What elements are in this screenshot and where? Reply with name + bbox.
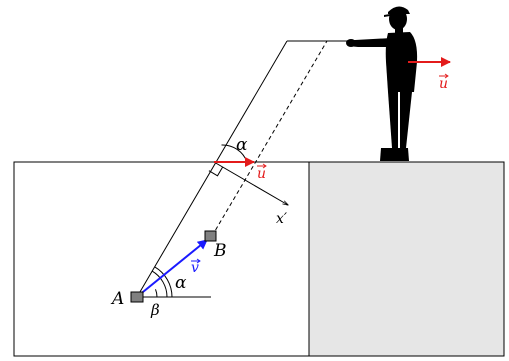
label-u-rod-arrow-accent bbox=[257, 163, 267, 169]
label-v: v bbox=[191, 258, 201, 276]
angle-alpha-arc-a bbox=[154, 266, 173, 298]
label-alpha-top: α bbox=[236, 135, 248, 155]
ground-box bbox=[13, 161, 310, 357]
label-beta: β bbox=[150, 301, 160, 319]
label-v-arrow-accent bbox=[191, 258, 201, 264]
angle-alpha-arc-a-inner bbox=[151, 270, 168, 298]
block-b bbox=[204, 230, 217, 242]
block-a bbox=[130, 291, 144, 303]
label-u-rod-text: u bbox=[257, 166, 266, 182]
label-x-prime: x′ bbox=[276, 211, 288, 227]
label-a: A bbox=[110, 289, 124, 309]
wall-block bbox=[308, 161, 505, 357]
angle-beta-arc bbox=[155, 289, 158, 298]
dashed-guide-line bbox=[211, 40, 328, 237]
label-u-person-arrow-accent bbox=[439, 73, 449, 79]
label-v-text: v bbox=[191, 260, 199, 276]
person-silhouette bbox=[346, 6, 418, 161]
x-prime-axis bbox=[213, 161, 288, 205]
label-u-rod: u bbox=[257, 163, 267, 182]
vector-v-arrow bbox=[137, 239, 208, 297]
label-alpha-bottom: α bbox=[175, 273, 187, 293]
label-b: B bbox=[213, 241, 227, 261]
label-u-person-text: u bbox=[439, 76, 448, 92]
label-u-person: u bbox=[439, 73, 449, 92]
right-angle-marker bbox=[208, 166, 224, 177]
rod-line bbox=[136, 40, 288, 298]
